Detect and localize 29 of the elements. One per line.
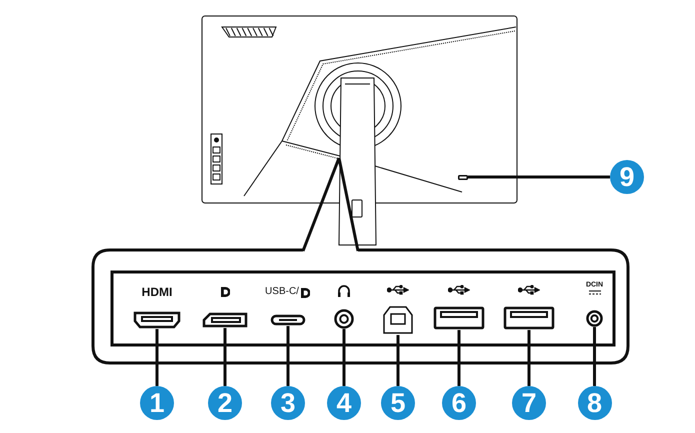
port-label: USB-C/ [265,287,299,297]
callout-number: 3 [271,386,305,420]
leader-line [342,329,346,386]
usb-c-port [270,314,306,326]
hdmi-port [133,311,181,329]
callout-number: 2 [208,386,242,420]
leader-line [528,330,530,386]
callout-number: 8 [578,386,612,420]
leader-line [396,335,400,386]
callout-number: 7 [512,386,546,420]
usb-a-port [503,306,555,330]
audio-jack [334,309,354,329]
callout-number: 5 [381,386,415,420]
usb-a-port [433,306,485,330]
port-label: HDMI [142,286,172,298]
leader-line [286,326,290,386]
leader-line [468,176,610,178]
lock-slot [458,174,468,180]
dc-in-jack [586,310,603,327]
leader-line [593,327,596,386]
leader-line [224,328,226,386]
callout-number: 1 [140,386,174,420]
leader-line [156,329,158,386]
displayport-port [202,312,248,328]
callout-number: 6 [442,386,476,420]
callout-number: 4 [327,386,361,420]
leader-line [458,330,460,386]
usb-b-port [382,305,414,335]
callout-number: 9 [610,160,644,194]
